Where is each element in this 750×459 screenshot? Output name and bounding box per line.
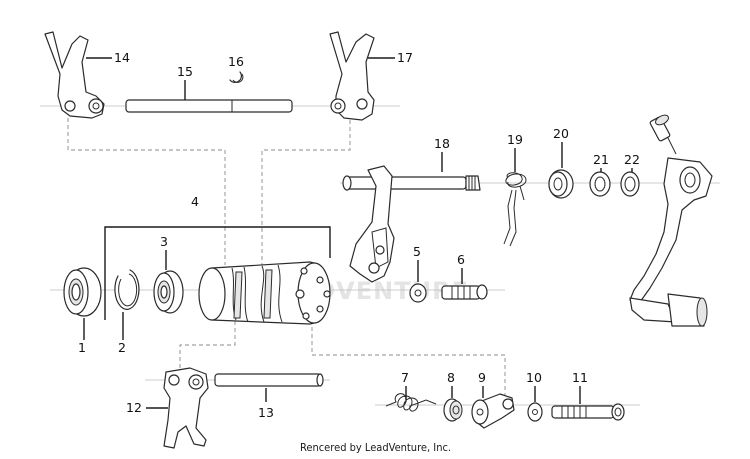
drum-assembly-bracket bbox=[104, 226, 331, 320]
stopper-spring bbox=[385, 393, 437, 412]
callout-11: 11 bbox=[572, 370, 588, 385]
bolt-short bbox=[441, 284, 488, 300]
shift-shaft bbox=[342, 165, 481, 283]
callout-10: 10 bbox=[526, 370, 542, 385]
callout-8: 8 bbox=[447, 370, 455, 385]
callout-21: 21 bbox=[593, 152, 609, 167]
callout-9: 9 bbox=[478, 370, 486, 385]
callout-15: 15 bbox=[177, 64, 193, 79]
washer-stopper bbox=[409, 283, 427, 303]
callout-20: 20 bbox=[553, 126, 569, 141]
shift-fork-shaft-lower bbox=[214, 373, 324, 387]
collar bbox=[443, 398, 463, 422]
washer-medium bbox=[589, 171, 611, 197]
callout-2: 2 bbox=[118, 340, 126, 355]
washer-small bbox=[620, 171, 640, 197]
leader-lines bbox=[83, 57, 633, 409]
shift-fork-right bbox=[329, 31, 375, 121]
return-spring bbox=[503, 172, 527, 247]
washer-lower bbox=[527, 402, 543, 422]
stopper-arm bbox=[471, 393, 515, 429]
circlip-upper bbox=[229, 71, 244, 83]
assembly-guide-lines bbox=[67, 118, 506, 398]
credit-text: Rencered by LeadVenture, Inc. bbox=[300, 441, 451, 454]
shift-fork-lower bbox=[163, 367, 209, 449]
callout-18: 18 bbox=[434, 136, 450, 151]
callout-22: 22 bbox=[624, 152, 640, 167]
bearing-large bbox=[63, 267, 102, 317]
callout-12: 12 bbox=[126, 400, 142, 415]
callout-3: 3 bbox=[160, 234, 168, 249]
callout-17: 17 bbox=[397, 50, 413, 65]
callout-6: 6 bbox=[457, 252, 465, 267]
callout-13: 13 bbox=[258, 405, 274, 420]
washer-large bbox=[548, 169, 574, 199]
callout-4: 4 bbox=[191, 194, 199, 209]
shift-fork-left bbox=[44, 31, 105, 119]
callout-1: 1 bbox=[78, 340, 86, 355]
callout-labels: 1 2 3 4 5 6 7 8 9 10 11 12 13 14 15 16 1… bbox=[78, 50, 640, 420]
bearing-small bbox=[153, 270, 184, 314]
callout-5: 5 bbox=[413, 244, 421, 259]
callout-7: 7 bbox=[401, 370, 409, 385]
gear-shift-pedal bbox=[629, 114, 713, 327]
bolt-long bbox=[551, 403, 625, 421]
callout-16: 16 bbox=[228, 54, 244, 69]
shift-drum bbox=[198, 261, 331, 325]
snap-ring bbox=[114, 269, 140, 310]
shift-fork-shaft-upper bbox=[125, 99, 293, 113]
callout-14: 14 bbox=[114, 50, 130, 65]
callout-19: 19 bbox=[507, 132, 523, 147]
